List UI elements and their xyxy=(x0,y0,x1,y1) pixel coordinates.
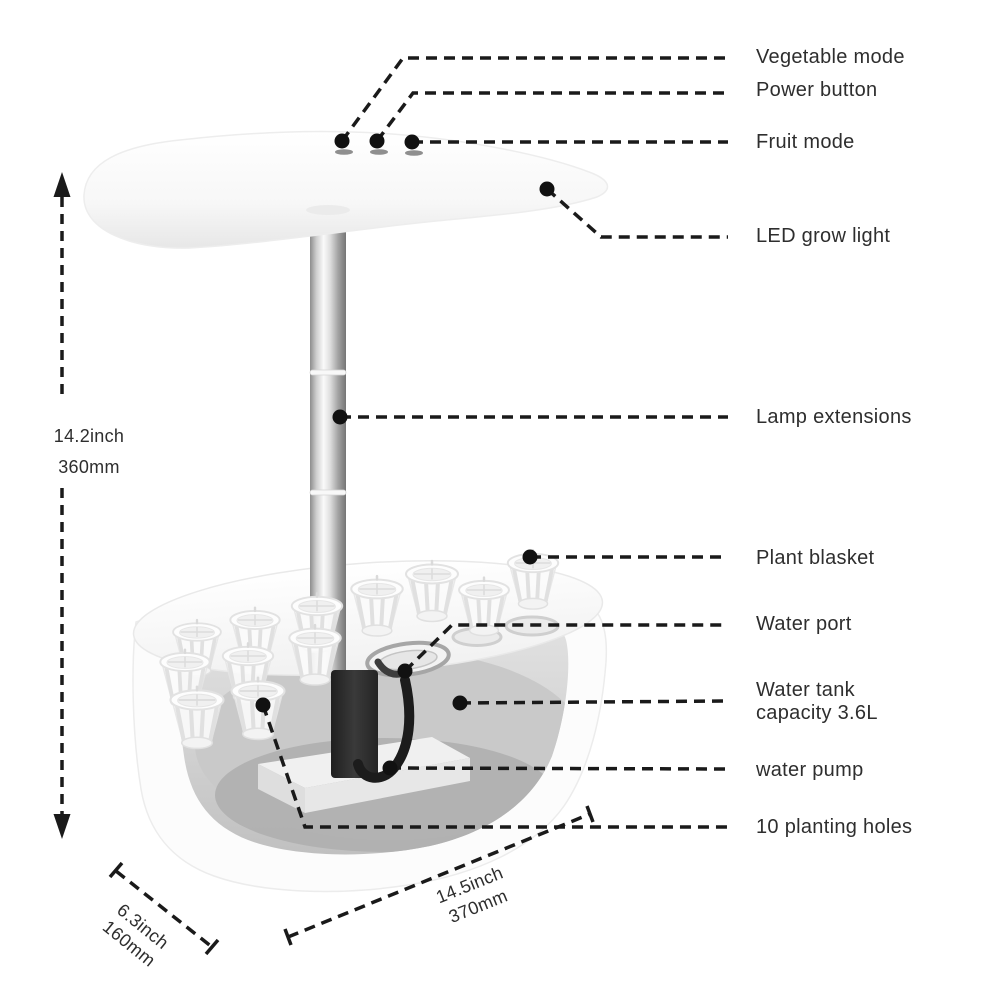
callout-dot xyxy=(332,409,348,425)
label-vegetable-mode: Vegetable mode xyxy=(756,46,905,68)
callout-dot xyxy=(452,695,468,711)
label-plant-blasket: Plant blasket xyxy=(756,547,875,569)
pole-joint xyxy=(309,369,347,376)
control-buttons xyxy=(335,149,423,156)
height-mm-value: 360mm xyxy=(58,457,120,477)
dimension-height-arrow xyxy=(53,172,71,839)
callout-dot xyxy=(382,760,398,776)
callout-dot xyxy=(522,549,538,565)
callout-dot xyxy=(334,133,350,149)
label-water-tank-capacity: Water tank capacity 3.6L xyxy=(756,679,878,724)
callout-line-water-port xyxy=(403,623,728,673)
label-lamp-extensions: Lamp extensions xyxy=(756,406,912,428)
callout-line-water-pump xyxy=(389,766,729,771)
pole-joint xyxy=(309,489,347,496)
callout-dot xyxy=(539,181,555,197)
led-lamp-head xyxy=(83,130,609,249)
callout-lines xyxy=(261,56,729,829)
callout-line-led-grow-light xyxy=(545,187,728,239)
label-planting-holes: 10 planting holes xyxy=(756,816,913,838)
callout-line-water-tank xyxy=(459,699,729,705)
dimension-width-line xyxy=(283,805,595,946)
power-button-control xyxy=(370,149,388,155)
label-power-button: Power button xyxy=(756,79,878,101)
height-inch-value: 14.2inch xyxy=(53,426,125,446)
callout-dot xyxy=(404,134,420,150)
label-led-grow-light: LED grow light xyxy=(756,225,891,247)
vegetable-mode-button xyxy=(335,149,353,155)
label-water-pump: water pump xyxy=(756,759,864,781)
callout-line-planting-holes xyxy=(261,704,728,829)
callout-dots xyxy=(255,133,555,776)
callout-line-vegetable-mode xyxy=(340,56,728,143)
fruit-mode-button xyxy=(405,150,423,156)
callout-dot xyxy=(369,133,385,149)
dimension-height-label: 14.2inch 360mm xyxy=(36,421,142,483)
dimension-depth-line xyxy=(108,861,220,956)
callout-dot xyxy=(255,697,271,713)
callout-line-power-button xyxy=(375,91,728,143)
label-water-port: Water port xyxy=(756,613,852,635)
label-fruit-mode: Fruit mode xyxy=(756,131,855,153)
callout-dot xyxy=(397,663,413,679)
